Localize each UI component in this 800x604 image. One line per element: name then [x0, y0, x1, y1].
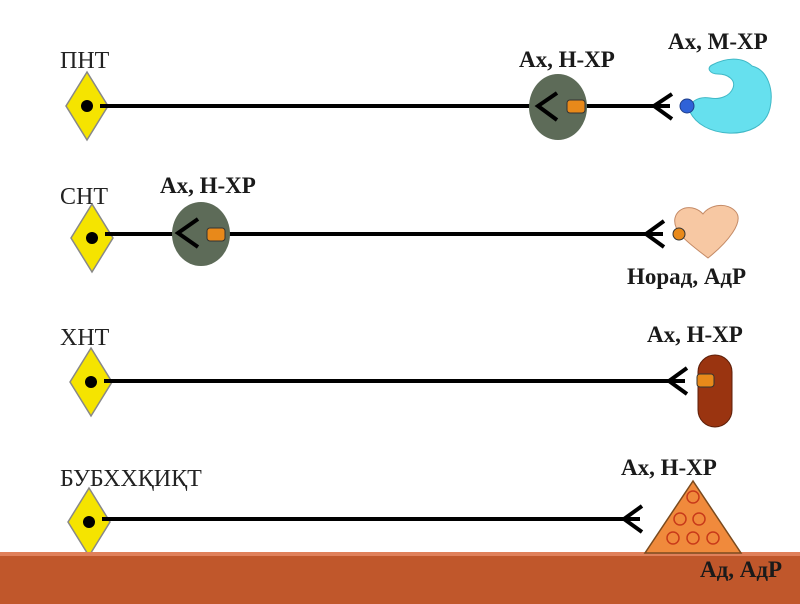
row-label-snt: СНТ: [60, 184, 108, 210]
gland-cell: [706, 531, 720, 545]
effector-label-4: Ах, Н-ХР: [621, 455, 717, 480]
gland-cell: [686, 531, 700, 545]
row-label-xnt: ХНТ: [60, 325, 110, 351]
effector-label-2: Норад, АдР: [627, 264, 747, 289]
synapse-terminal-2b: [642, 219, 666, 249]
neuron-nucleus-2: [86, 232, 98, 244]
gland-cell: [673, 512, 687, 526]
receptor-2b: [672, 227, 686, 241]
extra-label-4: Ад, АдР: [700, 557, 783, 582]
gland-cell: [666, 531, 680, 545]
neuron-nucleus-1: [81, 100, 93, 112]
synapse-terminal-3: [665, 366, 689, 396]
receptor-1b: [679, 98, 695, 114]
neuron-nucleus-3: [85, 376, 97, 388]
row-label-pnt: ПНТ: [60, 48, 110, 74]
row-snt: [70, 202, 739, 274]
neuron-nucleus-4: [83, 516, 95, 528]
receptor-2a: [206, 227, 226, 242]
effector-label-1: Ах, М-ХР: [668, 29, 768, 54]
ganglion-2: [172, 202, 230, 266]
row-pnt: [65, 58, 772, 142]
synapse-terminal-2a: [174, 217, 200, 249]
gland-cell: [686, 490, 700, 504]
synapse-terminal-1b: [650, 92, 674, 121]
row-xnt: [69, 346, 733, 428]
effector-label-3: Ах, Н-ХР: [647, 322, 743, 347]
ganglion-label-2: Ах, Н-ХР: [160, 173, 256, 198]
row-label-bubkhkhkikt: БУБХХҚИҚТ: [60, 466, 202, 492]
receptor-3: [696, 373, 715, 388]
row-bubkhkhkikt: [67, 486, 644, 558]
ganglion-label-1: Ах, Н-ХР: [519, 47, 615, 72]
receptor-1a: [566, 99, 586, 114]
gland-cell: [692, 512, 706, 526]
synapse-terminal-1a: [534, 91, 559, 122]
ganglion-1: [529, 74, 587, 140]
footer-band: [0, 552, 800, 604]
skeletal-muscle-icon: [697, 354, 733, 428]
synapse-terminal-4: [620, 504, 644, 534]
